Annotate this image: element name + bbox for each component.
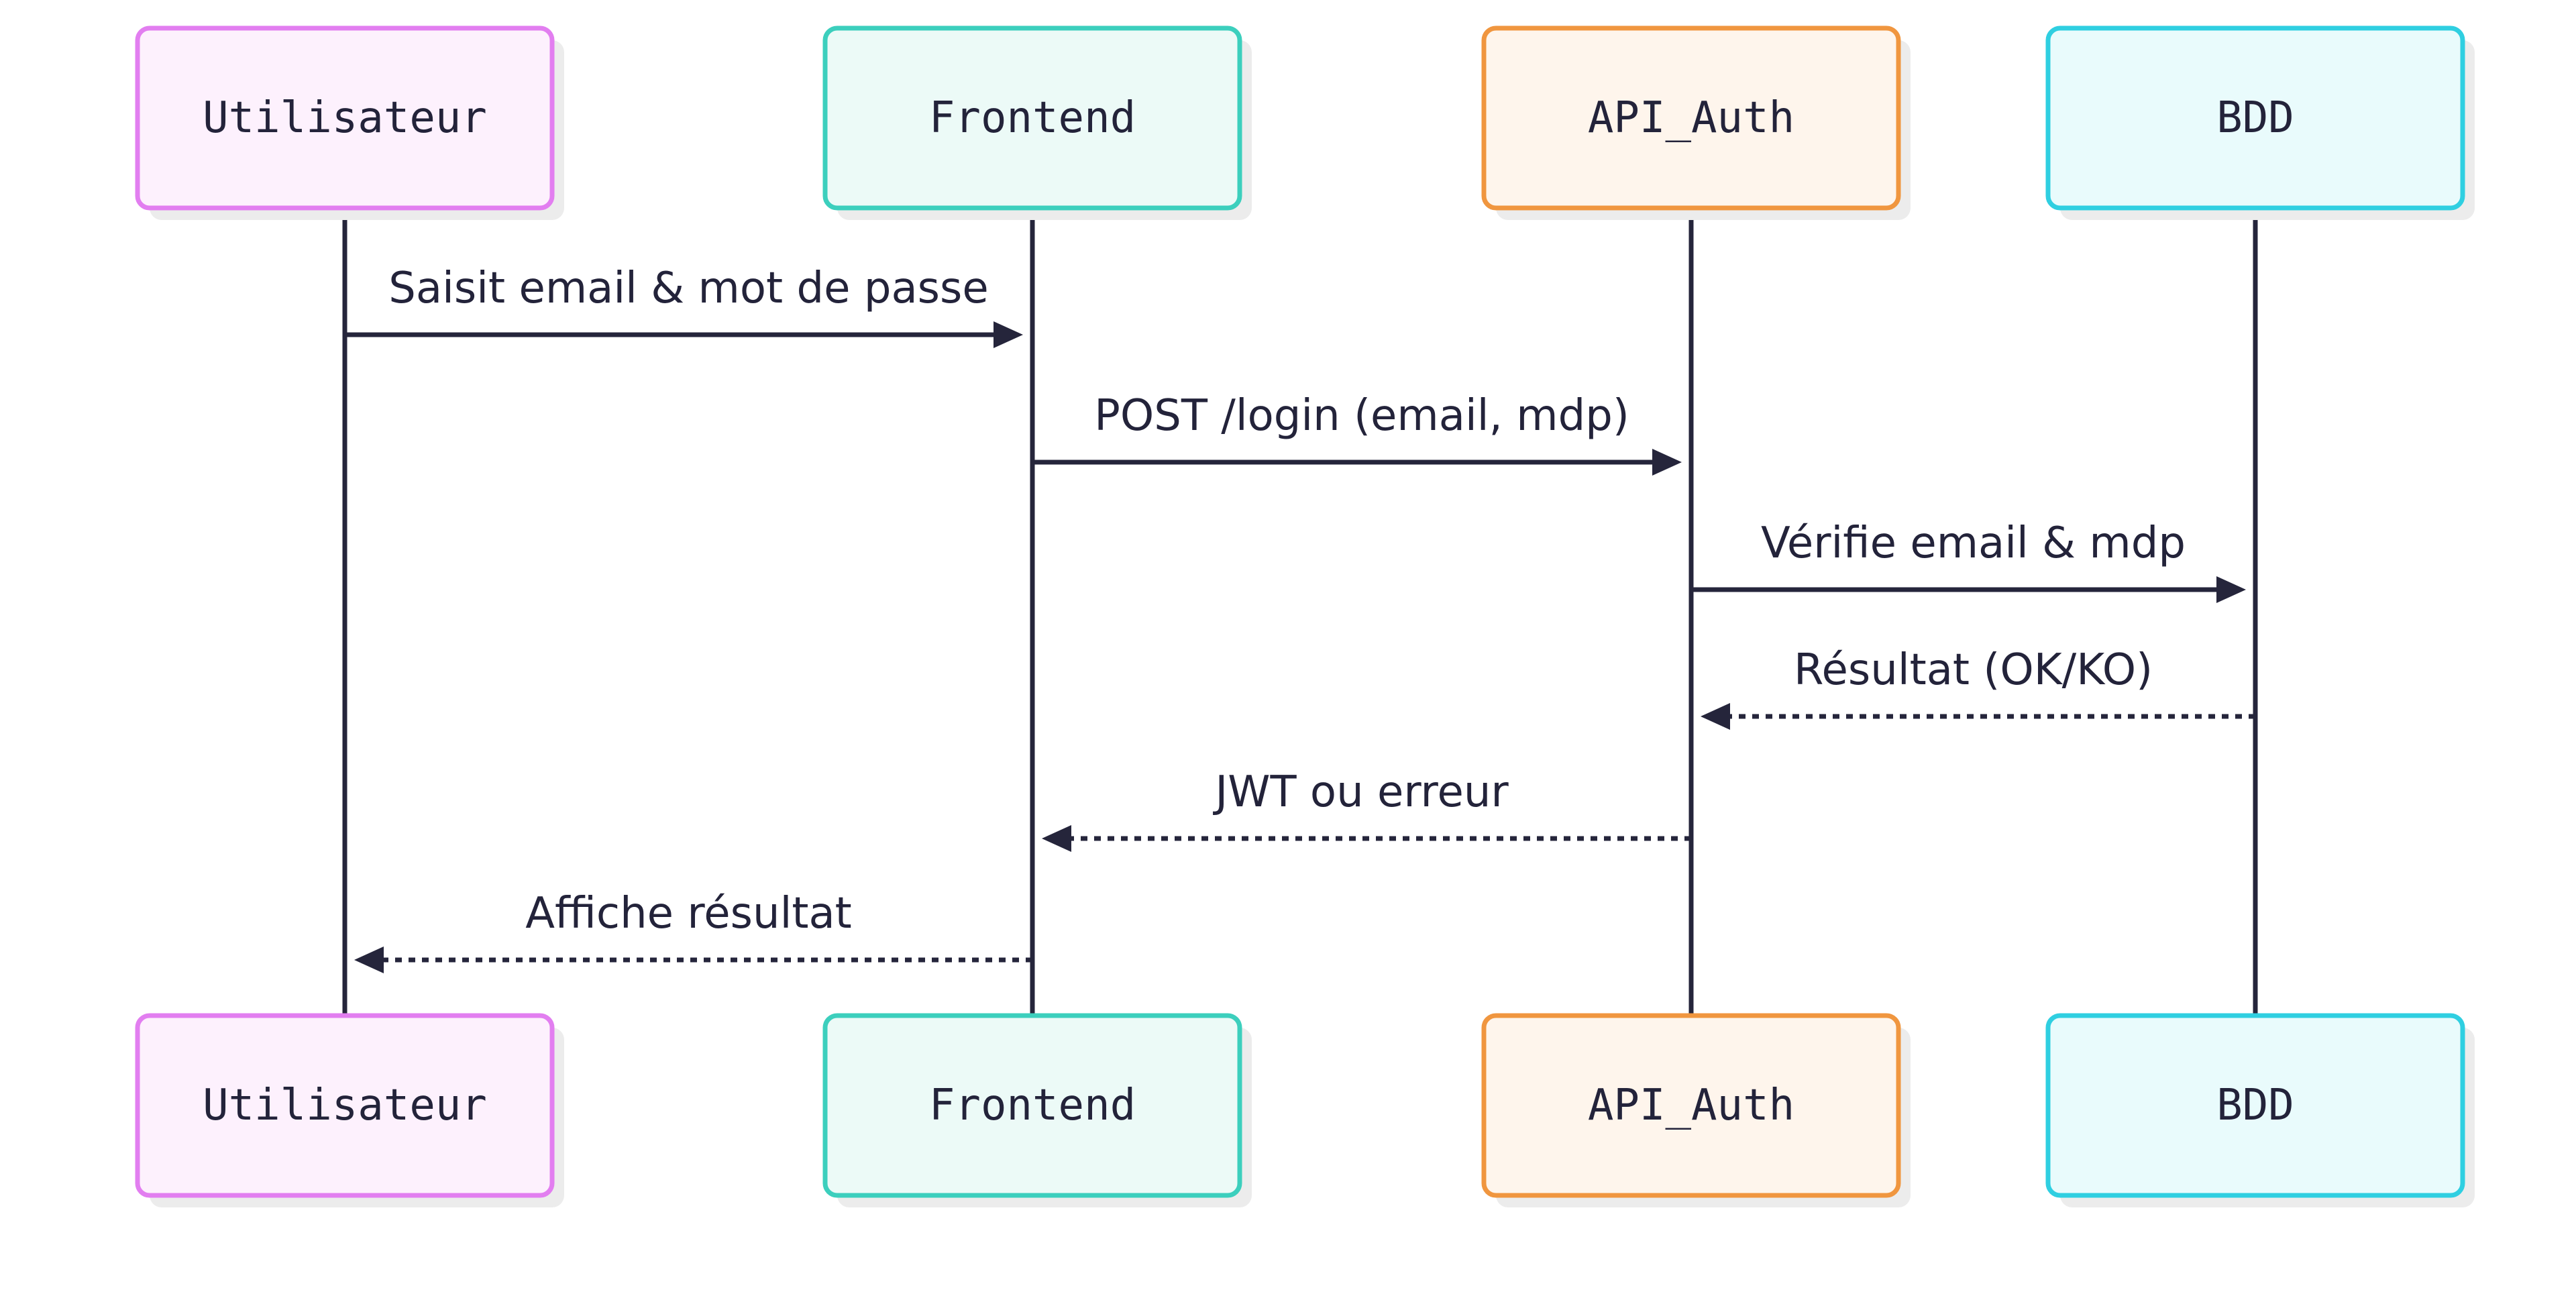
participant-box-frame [135, 25, 555, 211]
participant-label-frontend: Frontend [929, 1081, 1136, 1130]
participant-box-frame [1481, 1013, 1901, 1198]
participant-box-utilisateur-bottom: Utilisateur [135, 1013, 564, 1207]
arrowhead [1042, 825, 1071, 852]
participant-box-api-auth-top: API_Auth [1481, 25, 1911, 220]
message-label: POST /login (email, mdp) [1094, 391, 1629, 441]
message-2: POST /login (email, mdp) [1032, 391, 1682, 476]
arrowhead [354, 947, 384, 973]
message-label: Vérifie email & mdp [1761, 519, 2186, 568]
participant-label-utilisateur: Utilisateur [203, 1081, 487, 1130]
participant-label-bdd: BDD [2216, 1081, 2294, 1130]
participant-label-utilisateur: Utilisateur [203, 93, 487, 143]
participant-box-frame [822, 1013, 1242, 1198]
participant-label-bdd: BDD [2216, 93, 2294, 143]
participant-box-frame [1481, 25, 1901, 211]
message-label: JWT ou erreur [1212, 767, 1509, 817]
message-6: Affiche résultat [354, 889, 1032, 973]
message-label: Saisit email & mot de passe [388, 264, 988, 313]
message-3: Vérifie email & mdp [1691, 519, 2246, 603]
participant-label-api-auth: API_Auth [1588, 1081, 1794, 1130]
participant-box-utilisateur-top: Utilisateur [135, 25, 564, 220]
participant-box-frame [135, 1013, 555, 1198]
participant-box-frame [2045, 25, 2465, 211]
message-4: Résultat (OK/KO) [1701, 645, 2255, 730]
lifelines [342, 208, 2258, 1016]
participant-box-bdd-top: BDD [2045, 25, 2475, 220]
arrowhead [994, 321, 1023, 348]
message-label: Affiche résultat [525, 889, 852, 938]
participant-box-frame [822, 25, 1242, 211]
message-label: Résultat (OK/KO) [1794, 645, 2153, 695]
arrowhead [1701, 703, 1730, 730]
participants: UtilisateurUtilisateurFrontendFrontendAP… [135, 25, 2475, 1207]
arrowhead [1652, 449, 1682, 476]
participant-box-api-auth-bottom: API_Auth [1481, 1013, 1911, 1207]
participant-label-frontend: Frontend [929, 93, 1136, 143]
participant-label-api-auth: API_Auth [1588, 93, 1794, 143]
message-5: JWT ou erreur [1042, 767, 1691, 852]
participant-box-bdd-bottom: BDD [2045, 1013, 2475, 1207]
arrowhead [2216, 576, 2246, 603]
participant-box-frontend-top: Frontend [822, 25, 1252, 220]
message-1: Saisit email & mot de passe [345, 264, 1023, 348]
participant-box-frame [2045, 1013, 2465, 1198]
participant-box-frontend-bottom: Frontend [822, 1013, 1252, 1207]
